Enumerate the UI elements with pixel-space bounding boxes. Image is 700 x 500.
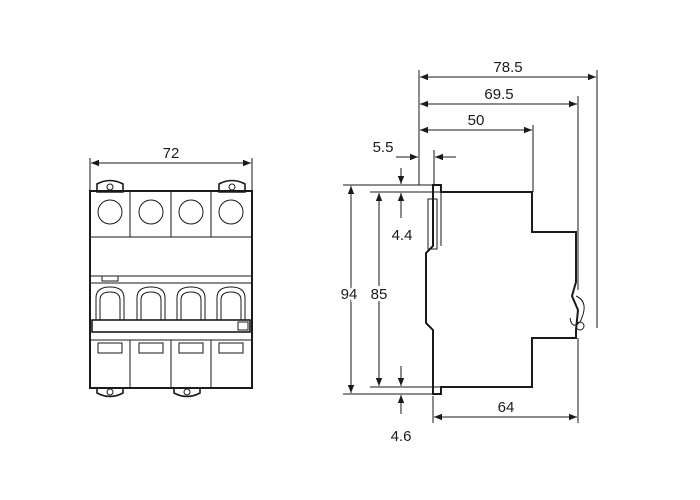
- bottom-clips: [96, 387, 201, 398]
- depth-body-label: 50: [468, 112, 485, 129]
- clip-offset-label: 5.5: [373, 139, 394, 156]
- indicator-windows: [97, 342, 244, 354]
- dim-bottom-depth: 64: [432, 338, 579, 423]
- height-total-label: 94: [341, 286, 358, 303]
- side-body-outline: [425, 184, 580, 395]
- bottom-depth-label: 64: [498, 399, 515, 416]
- height-body-label: 85: [371, 286, 388, 303]
- dim-top-step: 4.4: [392, 168, 413, 244]
- front-view: 72: [89, 145, 253, 398]
- front-width-dimension: 72: [89, 145, 253, 190]
- depth-total-label: 78.5: [493, 59, 522, 76]
- front-width-label: 72: [163, 145, 180, 162]
- depth-toggle-label: 69.5: [484, 86, 513, 103]
- top-step-label: 4.4: [392, 227, 413, 244]
- dim-height-body: 85: [368, 193, 390, 386]
- dim-clip-offset: 5.5: [373, 139, 456, 161]
- dim-height-total: 94: [338, 186, 360, 393]
- dim-bottom-step: 4.6: [391, 366, 412, 445]
- bottom-step-label: 4.6: [391, 428, 412, 445]
- dim-depth-toggle: 69.5: [420, 86, 577, 108]
- toggle-handles: [95, 286, 246, 331]
- terminal-screws: [97, 199, 244, 225]
- side-view: 78.5 69.5 50 5.5 94 85: [338, 59, 598, 445]
- handle-tie-bar: [91, 319, 251, 333]
- dim-depth-body: 50: [420, 112, 532, 134]
- dim-depth-total: 78.5: [420, 59, 596, 81]
